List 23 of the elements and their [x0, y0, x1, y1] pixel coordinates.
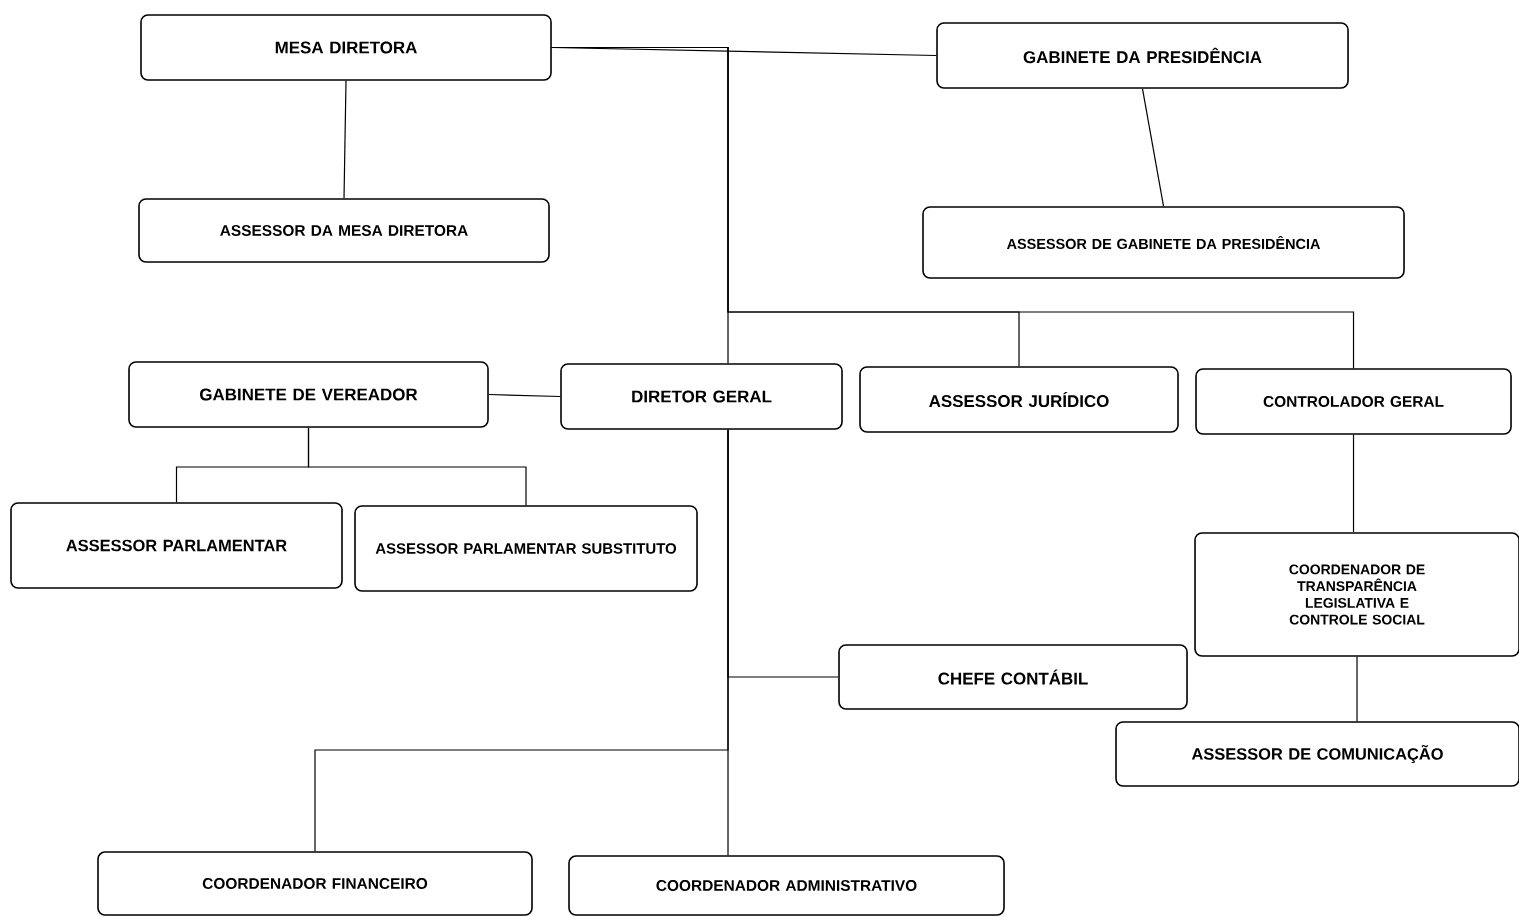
- org-box: COORDENADOR DE TRANSPARÊNCIA LEGISLATIVA E CONTROLE SOCIAL: [1194, 532, 1519, 657]
- org-box: GABINETE DE VEREADOR: [128, 361, 489, 428]
- org-box: CHEFE CONTÁBIL: [838, 644, 1188, 710]
- org-box: MESA DIRETORA: [140, 14, 552, 81]
- connector-line: [343, 80, 347, 199]
- connector-line: [307, 427, 527, 506]
- connector-line: [1141, 88, 1165, 207]
- connector-line: [1356, 656, 1358, 722]
- org-box: ASSESSOR JURÍDICO: [859, 366, 1179, 433]
- org-box: ASSESSOR DE COMUNICAÇÃO: [1115, 721, 1519, 787]
- connector-line: [488, 393, 561, 398]
- org-box: ASSESSOR DE GABINETE DA PRESIDÊNCIA: [922, 206, 1405, 279]
- org-box: ASSESSOR PARLAMENTAR SUBSTITUTO: [354, 505, 698, 592]
- org-box: CONTROLADOR GERAL: [1195, 368, 1512, 435]
- org-box: COORDENADOR FINANCEIRO: [97, 851, 533, 916]
- org-box: COORDENADOR ADMINISTRATIVO: [568, 855, 1005, 916]
- connector-line: [551, 46, 1355, 369]
- org-box: ASSESSOR DA MESA DIRETORA: [138, 198, 550, 263]
- connector-line: [1352, 434, 1355, 533]
- org-box: ASSESSOR PARLAMENTAR: [10, 502, 343, 589]
- connector-line: [727, 429, 729, 856]
- org-box: GABINETE DA PRESIDÊNCIA: [936, 22, 1349, 89]
- org-box: DIRETOR GERAL: [560, 363, 843, 430]
